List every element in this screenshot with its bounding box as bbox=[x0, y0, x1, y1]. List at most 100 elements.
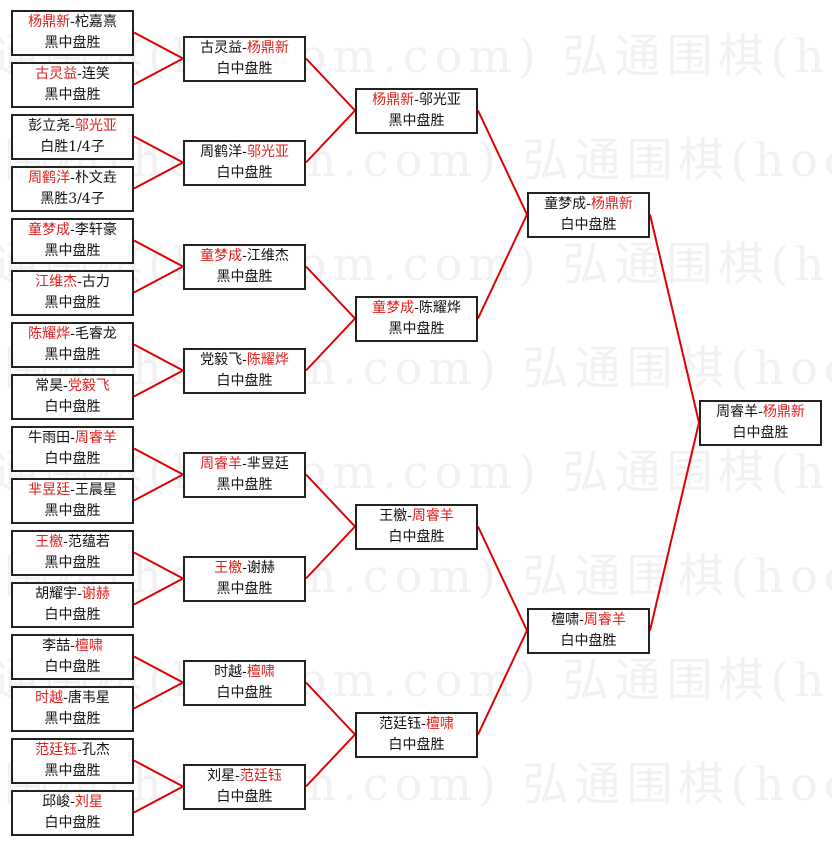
loser-name: 胡耀宇 bbox=[35, 586, 78, 602]
bracket-connector bbox=[305, 265, 356, 320]
match-result: 黑中盘胜 bbox=[44, 87, 101, 103]
bracket-connector bbox=[133, 31, 184, 60]
match-result: 黑中盘胜 bbox=[44, 503, 101, 519]
watermark-text: 弘通围棋(hoetom.com) 弘通围棋(hoetom.com) bbox=[0, 757, 832, 811]
winner-name: 周鹤洋 bbox=[28, 170, 71, 186]
separator: - bbox=[242, 664, 247, 680]
match-players: 邱峻-刘星 bbox=[13, 792, 132, 813]
bracket-connector bbox=[133, 239, 184, 268]
separator: - bbox=[242, 248, 247, 264]
winner-name: 范廷钰 bbox=[35, 742, 78, 758]
match-players: 时越-唐韦星 bbox=[13, 688, 132, 709]
winner-name: 檀啸 bbox=[425, 716, 454, 732]
match-box-round2: 童梦成-江维杰黑中盘胜 bbox=[183, 244, 306, 290]
match-result: 白中盘胜 bbox=[560, 217, 617, 233]
match-box-round1: 常昊-党毅飞白中盘胜 bbox=[11, 374, 134, 420]
watermark-text: 弘通围棋(hoetom.com) 弘通围棋(hoetom.com) bbox=[0, 549, 832, 603]
loser-name: 范廷钰 bbox=[379, 716, 422, 732]
winner-name: 刘星 bbox=[74, 794, 103, 810]
separator: - bbox=[242, 352, 247, 368]
match-players: 党毅飞-陈耀烨 bbox=[185, 350, 304, 371]
match-players: 檀啸-周睿羊 bbox=[529, 610, 648, 631]
match-result: 黑中盘胜 bbox=[44, 295, 101, 311]
bracket-connector bbox=[305, 57, 356, 112]
match-box-round1: 江维杰-古力黑中盘胜 bbox=[11, 270, 134, 316]
match-box-round1: 李喆-檀啸白中盘胜 bbox=[11, 634, 134, 680]
match-box-round2: 党毅飞-陈耀烨白中盘胜 bbox=[183, 348, 306, 394]
winner-name: 童梦成 bbox=[200, 248, 243, 264]
match-players: 童梦成-杨鼎新 bbox=[529, 194, 648, 215]
winner-name: 陈耀烨 bbox=[28, 326, 71, 342]
separator: - bbox=[70, 430, 75, 446]
watermark-text: 弘通围棋(hoetom.com) 弘通围棋(hoetom.com) bbox=[0, 445, 832, 499]
match-players: 陈耀烨-毛睿龙 bbox=[13, 324, 132, 345]
loser-name: 谢赫 bbox=[246, 560, 275, 576]
bracket-connector bbox=[649, 422, 700, 631]
match-result: 黑中盘胜 bbox=[44, 347, 101, 363]
loser-name: 常昊 bbox=[35, 378, 64, 394]
match-result: 白中盘胜 bbox=[560, 633, 617, 649]
match-players: 杨鼎新-柁嘉熹 bbox=[13, 12, 132, 33]
bracket-connector bbox=[477, 630, 528, 735]
match-box-round5: 周睿羊-杨鼎新白中盘胜 bbox=[699, 400, 822, 446]
match-result: 黑中盘胜 bbox=[44, 35, 101, 51]
bracket-connector bbox=[133, 369, 184, 398]
match-result: 黑中盘胜 bbox=[216, 581, 273, 597]
match-result: 黑胜3/4子 bbox=[40, 191, 105, 207]
winner-name: 杨鼎新 bbox=[590, 196, 633, 212]
winner-name: 时越 bbox=[35, 690, 64, 706]
bracket-connector bbox=[133, 265, 184, 294]
match-box-round3: 范廷钰-檀啸白中盘胜 bbox=[355, 712, 478, 758]
bracket-connector bbox=[477, 110, 528, 215]
separator: - bbox=[758, 404, 763, 420]
bracket-connector bbox=[133, 343, 184, 372]
bracket-connector bbox=[305, 473, 356, 528]
winner-name: 童梦成 bbox=[28, 222, 71, 238]
loser-name: 江维杰 bbox=[246, 248, 289, 264]
match-result: 黑中盘胜 bbox=[44, 711, 101, 727]
match-box-round1: 牛雨田-周睿羊白中盘胜 bbox=[11, 426, 134, 472]
loser-name: 孔杰 bbox=[81, 742, 110, 758]
bracket-connector bbox=[477, 526, 528, 631]
loser-name: 周鹤洋 bbox=[200, 144, 243, 160]
loser-name: 陈耀烨 bbox=[418, 300, 461, 316]
match-box-round1: 胡耀宇-谢赫白中盘胜 bbox=[11, 582, 134, 628]
winner-name: 范廷钰 bbox=[239, 768, 282, 784]
match-players: 王檄-范蕴若 bbox=[13, 532, 132, 553]
match-result: 白中盘胜 bbox=[44, 659, 101, 675]
separator: - bbox=[63, 534, 68, 550]
bracket-connector bbox=[477, 214, 528, 319]
bracket-connector bbox=[133, 577, 184, 606]
winner-name: 谢赫 bbox=[81, 586, 110, 602]
loser-name: 柁嘉熹 bbox=[74, 14, 117, 30]
match-box-round2: 王檄-谢赫黑中盘胜 bbox=[183, 556, 306, 602]
match-box-round2: 时越-檀啸白中盘胜 bbox=[183, 660, 306, 706]
separator: - bbox=[242, 560, 247, 576]
match-result: 白中盘胜 bbox=[44, 451, 101, 467]
loser-name: 朴文垚 bbox=[74, 170, 117, 186]
match-result: 白中盘胜 bbox=[216, 789, 273, 805]
separator: - bbox=[63, 378, 68, 394]
winner-name: 邬光亚 bbox=[74, 118, 117, 134]
match-players: 杨鼎新-邬光亚 bbox=[357, 90, 476, 111]
winner-name: 杨鼎新 bbox=[28, 14, 71, 30]
match-players: 胡耀宇-谢赫 bbox=[13, 584, 132, 605]
loser-name: 古力 bbox=[81, 274, 110, 290]
loser-name: 时越 bbox=[214, 664, 243, 680]
winner-name: 童梦成 bbox=[372, 300, 415, 316]
match-box-round3: 童梦成-陈耀烨黑中盘胜 bbox=[355, 296, 478, 342]
match-players: 江维杰-古力 bbox=[13, 272, 132, 293]
separator: - bbox=[242, 144, 247, 160]
match-box-round1: 王檄-范蕴若黑中盘胜 bbox=[11, 530, 134, 576]
separator: - bbox=[77, 586, 82, 602]
match-players: 范廷钰-孔杰 bbox=[13, 740, 132, 761]
match-players: 童梦成-陈耀烨 bbox=[357, 298, 476, 319]
loser-name: 范蕴若 bbox=[67, 534, 110, 550]
match-result: 白中盘胜 bbox=[388, 529, 445, 545]
winner-name: 檀啸 bbox=[246, 664, 275, 680]
watermark-text: 弘通围棋(hoetom.com) 弘通围棋(hoetom.com) bbox=[0, 237, 832, 291]
match-box-round1: 童梦成-李轩豪黑中盘胜 bbox=[11, 218, 134, 264]
loser-name: 连笑 bbox=[81, 66, 110, 82]
